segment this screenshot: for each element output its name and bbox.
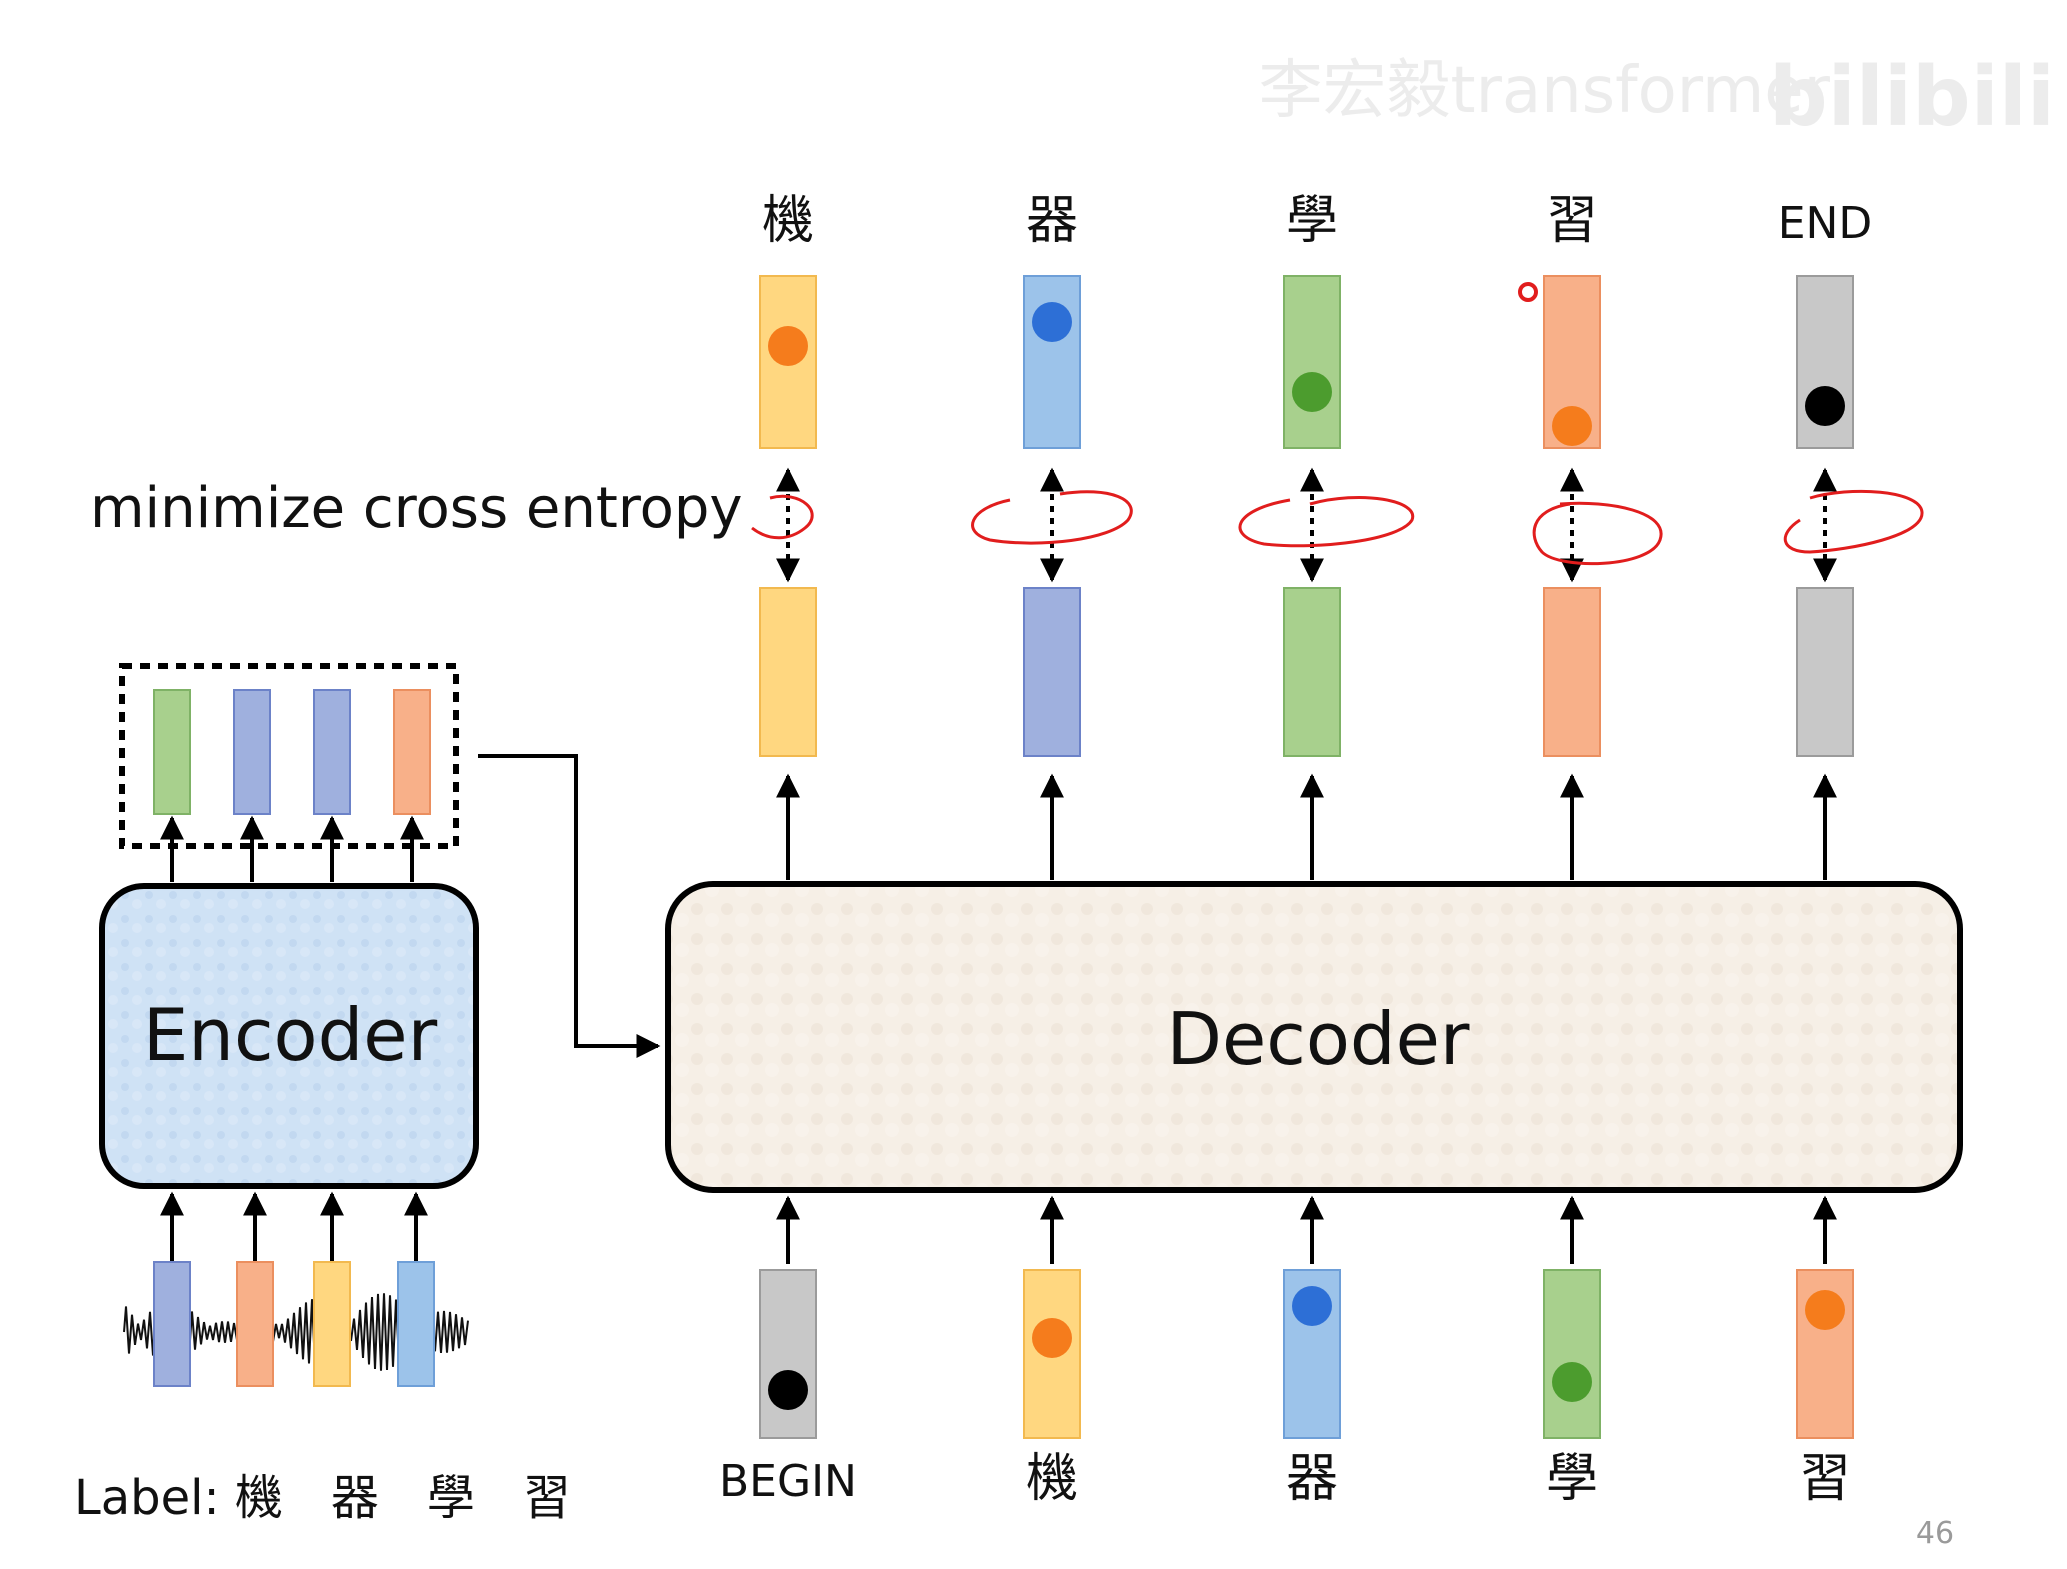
red-annotation-oval — [971, 490, 1133, 545]
decoder-output-vector — [1283, 587, 1341, 757]
decoder-input-token-labels: BEGIN 機 器 學 習 — [719, 1449, 1851, 1509]
red-annotation-oval — [1238, 495, 1415, 548]
input-dot — [1032, 1318, 1072, 1358]
output-dot — [1805, 386, 1845, 426]
output-dot — [1292, 372, 1332, 412]
encoder-input-vector — [236, 1261, 274, 1387]
red-annotation-oval — [1532, 501, 1663, 566]
input-dot — [1805, 1290, 1845, 1330]
page-number: 46 — [1916, 1516, 1954, 1551]
red-annotation-oval — [1783, 489, 1924, 554]
decoder-input-token-label: 機 — [1026, 1449, 1078, 1509]
output-dot — [1032, 302, 1072, 342]
decoder-input-token-label: 習 — [1799, 1449, 1851, 1509]
encoder-input-vector — [313, 1261, 351, 1387]
decoder-input-token-label: BEGIN — [719, 1456, 857, 1507]
output-distribution-vectors — [759, 275, 1854, 449]
output-dot — [1552, 406, 1592, 446]
decoder-output-vectors — [759, 587, 1854, 757]
output-vector — [1796, 275, 1854, 449]
output-dot — [768, 326, 808, 366]
output-token-labels: 機 器 學 習 END — [762, 191, 1872, 251]
cursor-marker-icon — [1518, 282, 1538, 302]
label-line: Label: 機 器 學 習 — [74, 1470, 571, 1526]
decoder-input-token-label: 學 — [1546, 1449, 1598, 1509]
encoder-output-arrows — [160, 815, 424, 882]
encoder-input-arrows — [160, 1191, 428, 1262]
decoder-input-vectors — [759, 1269, 1854, 1439]
decoder-output-vector — [1796, 587, 1854, 757]
encoder-to-decoder-arrow — [478, 754, 661, 1058]
bilibili-logo: bilibili — [1769, 50, 2055, 145]
red-annotation-circles — [751, 489, 1924, 566]
loss-label: minimize cross entropy — [90, 476, 743, 541]
encoder-input-vectors — [153, 1261, 435, 1387]
input-dot — [768, 1370, 808, 1410]
output-token-label: 器 — [1026, 191, 1078, 251]
encoder-output-group-box — [119, 663, 459, 849]
decoder-input-token-label: 器 — [1286, 1449, 1338, 1509]
decoder-input-vector — [759, 1269, 817, 1439]
decoder-label: Decoder — [1167, 997, 1470, 1081]
encoder-output-vector — [393, 689, 431, 815]
decoder-output-vector — [1543, 587, 1601, 757]
output-token-label: 機 — [762, 191, 814, 251]
red-annotation-oval — [751, 494, 814, 540]
output-token-label: 習 — [1546, 191, 1598, 251]
output-vector — [1283, 275, 1341, 449]
encoder-output-vector — [313, 689, 351, 815]
output-token-label: END — [1778, 198, 1873, 249]
encoder-output-vector — [153, 689, 191, 815]
encoder-output-vectors — [153, 689, 431, 815]
encoder-input-vector — [397, 1261, 435, 1387]
output-token-label: 學 — [1286, 191, 1338, 251]
decoder-output-vector — [759, 587, 817, 757]
encoder-input-vector — [153, 1261, 191, 1387]
cross-entropy-arrows — [776, 467, 1837, 583]
decoder-output-vector — [1023, 587, 1081, 757]
decoder-input-arrows — [776, 1195, 1837, 1264]
encoder-block — [99, 883, 479, 1189]
input-dot — [1552, 1362, 1592, 1402]
encoder-label: Encoder — [143, 993, 438, 1077]
encoder-output-vector — [233, 689, 271, 815]
watermark-text: 李宏毅transformer — [1259, 54, 1831, 128]
decoder-output-arrows — [776, 773, 1837, 880]
output-vector — [1023, 275, 1081, 449]
decoder-input-vector — [1543, 1269, 1601, 1439]
input-dot — [1292, 1286, 1332, 1326]
decoder-block — [665, 881, 1963, 1193]
